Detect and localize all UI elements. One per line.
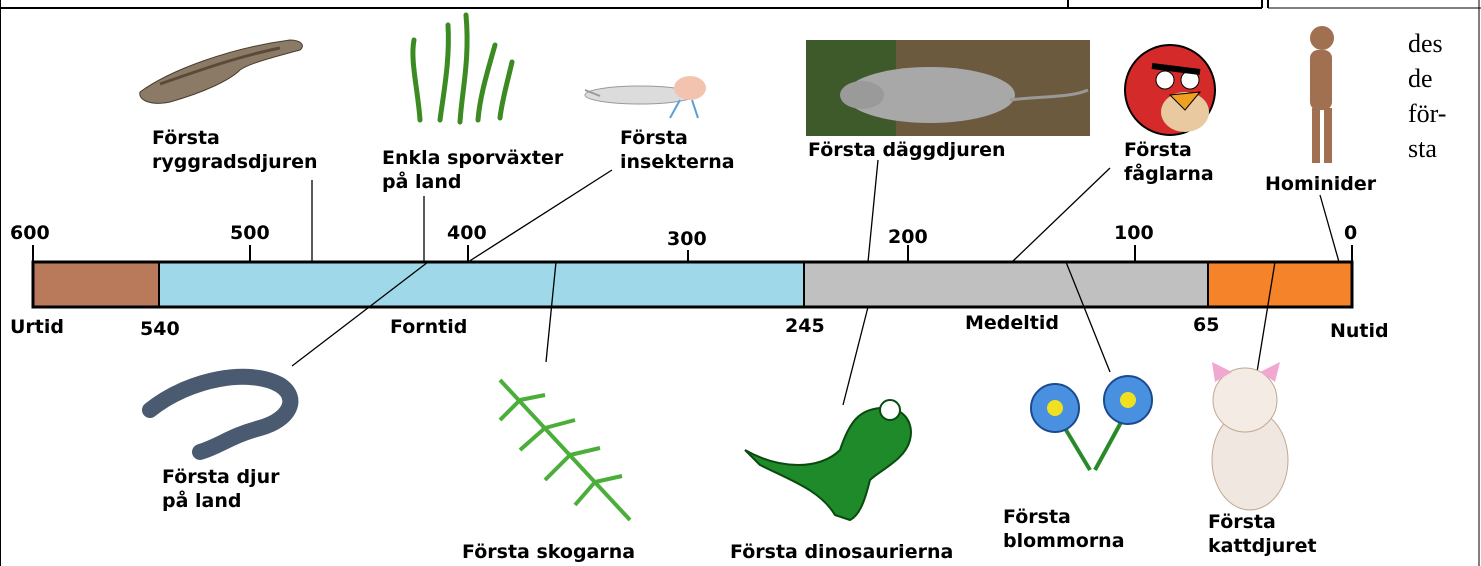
timeline-bar-outline	[31, 260, 1354, 309]
flowers-illustration	[1030, 375, 1153, 472]
fish-illustration	[139, 39, 303, 104]
hominid-illustration	[1310, 26, 1334, 163]
event-label-sporvaxter: Enkla sporväxter på land	[382, 147, 564, 193]
event-label-blommor: Första blommorna	[1003, 506, 1125, 552]
era-nutid-segment	[1208, 262, 1352, 307]
connector-daggdjur	[867, 159, 879, 263]
era-label-forntid: Forntid	[390, 316, 468, 338]
boundary-label-245: 245	[785, 315, 825, 337]
event-label-ryggrad: Första ryggradsdjuren	[152, 127, 318, 173]
side-text-line-1: des	[1408, 29, 1443, 58]
event-label-daggdjur: Första däggdjuren	[808, 139, 1006, 161]
side-text-line-3: för-	[1408, 99, 1447, 128]
tick-label-200: 200	[888, 226, 928, 248]
era-label-nutid: Nutid	[1330, 320, 1389, 342]
connector-insekter	[467, 169, 613, 263]
boundary-label-65: 65	[1193, 314, 1220, 336]
era-urtid-segment	[33, 262, 159, 307]
side-text-line-4: sta	[1408, 134, 1437, 163]
event-label-dinosaurier: Första dinosaurierna	[730, 541, 954, 563]
tick-label-500: 500	[230, 222, 270, 244]
event-label-skogar: Första skogarna	[462, 541, 636, 563]
tick-label-300: 300	[667, 228, 707, 250]
tick-label-600: 600	[10, 222, 50, 244]
fern-illustration	[498, 378, 632, 522]
connector-dinosaurier	[842, 306, 869, 406]
connector-katt	[1256, 261, 1276, 373]
era-medeltid-segment	[804, 262, 1208, 307]
era-label-urtid: Urtid	[10, 316, 64, 338]
insect-illustration	[584, 76, 706, 119]
era-forntid-segment	[159, 262, 804, 307]
connector-djur-land	[291, 261, 429, 367]
event-label-insekter: Första insekterna	[620, 127, 735, 173]
tick-label-100: 100	[1114, 222, 1154, 244]
mammal-photo	[806, 40, 1090, 136]
event-label-faglar: Första fåglarna	[1124, 139, 1214, 185]
event-label-katt: Första kattdjuret	[1208, 511, 1317, 557]
event-label-djur-land: Första djur på land	[162, 466, 280, 512]
connector-blommor	[1065, 261, 1111, 373]
boundary-label-540: 540	[140, 318, 180, 340]
side-text-line-2: de	[1408, 64, 1433, 93]
connector-faglar	[1011, 167, 1111, 263]
salamander-illustration	[142, 368, 299, 460]
cat-illustration	[1211, 362, 1289, 511]
dinosaur-illustration	[744, 399, 912, 522]
event-label-hominider: Hominider	[1265, 173, 1377, 195]
connector-hominider	[1319, 194, 1340, 263]
moss-illustration	[410, 12, 515, 125]
era-label-medeltid: Medeltid	[965, 312, 1059, 334]
bird-illustration	[1124, 44, 1216, 136]
tick-label-0: 0	[1344, 222, 1358, 244]
connector-skogar	[545, 261, 557, 363]
tick-label-400: 400	[447, 222, 487, 244]
